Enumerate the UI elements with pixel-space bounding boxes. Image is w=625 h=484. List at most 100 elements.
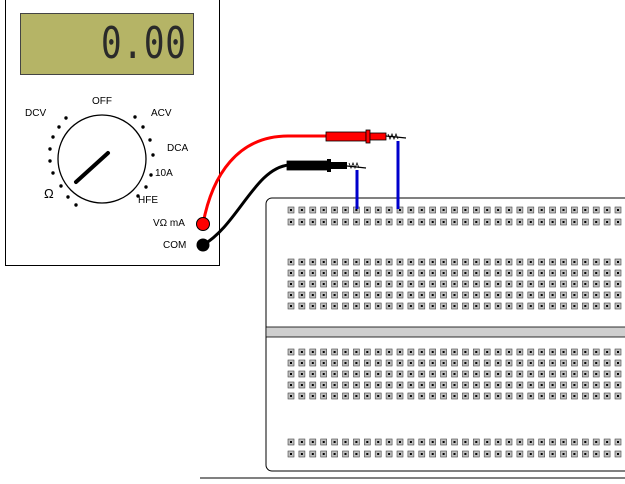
dial-label-dca[interactable]: DCA [167, 143, 189, 154]
breadboard-hole-center [355, 221, 358, 223]
breadboard-hole-center [573, 283, 576, 285]
breadboard-hole-center [311, 395, 314, 397]
dial-label-hfe[interactable]: HFE [138, 195, 158, 206]
breadboard-hole-center [300, 362, 303, 364]
breadboard-hole-center [540, 305, 543, 307]
breadboard-hole-center [606, 261, 609, 263]
breadboard-hole-center [366, 283, 369, 285]
breadboard-hole-center [333, 441, 336, 443]
breadboard-hole-center [322, 362, 325, 364]
dial-label-off[interactable]: OFF [92, 96, 112, 107]
breadboard-hole-center [409, 221, 412, 223]
breadboard-hole-center [409, 351, 412, 353]
breadboard-hole-center [333, 209, 336, 211]
breadboard-hole-center [584, 221, 587, 223]
breadboard-hole-center [573, 362, 576, 364]
breadboard-hole-center [453, 221, 456, 223]
breadboard-hole-center [388, 373, 391, 375]
breadboard-hole-center [584, 362, 587, 364]
breadboard-hole-center [551, 351, 554, 353]
breadboard-hole-center [431, 362, 434, 364]
breadboard-hole-center [464, 453, 467, 455]
breadboard-hole-center [300, 373, 303, 375]
breadboard-hole-center [344, 441, 347, 443]
breadboard-hole-center [606, 395, 609, 397]
breadboard-hole-center [344, 221, 347, 223]
breadboard-hole-center [300, 453, 303, 455]
breadboard-hole-center [333, 283, 336, 285]
black-probe[interactable] [286, 159, 367, 172]
dial-label-acv[interactable]: ACV [151, 108, 172, 119]
breadboard-hole-center [518, 272, 521, 274]
breadboard-hole-center [573, 305, 576, 307]
breadboard-hole-center [518, 283, 521, 285]
breadboard-hole-center [355, 351, 358, 353]
breadboard-hole-center [497, 294, 500, 296]
breadboard-hole-center [355, 373, 358, 375]
breadboard-hole-center [344, 373, 347, 375]
breadboard-hole-center [573, 453, 576, 455]
breadboard-hole-center [409, 362, 412, 364]
breadboard-hole-center [388, 453, 391, 455]
breadboard-hole-center [551, 373, 554, 375]
breadboard-hole-center [573, 209, 576, 211]
dial-label-ohm[interactable]: Ω [44, 186, 54, 201]
breadboard-hole-center [300, 305, 303, 307]
breadboard-hole-center [606, 384, 609, 386]
v-ohm-ma-jack[interactable] [196, 217, 210, 231]
breadboard-hole-center [497, 272, 500, 274]
breadboard-hole-center [551, 261, 554, 263]
breadboard-hole-center [595, 373, 598, 375]
breadboard-hole-center [333, 351, 336, 353]
breadboard-hole-center [311, 362, 314, 364]
breadboard-hole-center [431, 221, 434, 223]
breadboard-hole-center [366, 209, 369, 211]
breadboard-hole-center [333, 384, 336, 386]
breadboard-hole-center [300, 441, 303, 443]
breadboard-hole-center [377, 362, 380, 364]
breadboard-hole-center [388, 261, 391, 263]
breadboard-hole-center [322, 384, 325, 386]
breadboard-hole-center [518, 351, 521, 353]
breadboard-hole-center [595, 221, 598, 223]
red-test-lead-wire [201, 134, 328, 225]
breadboard-hole-center [366, 294, 369, 296]
breadboard-hole-center [486, 305, 489, 307]
breadboard-hole-center [290, 283, 292, 285]
breadboard-hole-center [529, 209, 532, 211]
breadboard-hole-center [486, 283, 489, 285]
breadboard-hole-center [464, 294, 467, 296]
breadboard-hole-center [606, 441, 609, 443]
breadboard-hole-center [300, 272, 303, 274]
breadboard-hole-center [442, 221, 445, 223]
breadboard-hole-center [355, 441, 358, 443]
breadboard-hole-center [409, 272, 412, 274]
jack-label-v-ohm-ma: VΩ mA [153, 218, 185, 229]
breadboard-hole-center [595, 362, 598, 364]
breadboard-hole-center [366, 395, 369, 397]
breadboard-hole-center [475, 384, 478, 386]
breadboard-hole-center [551, 209, 554, 211]
breadboard-hole-center [420, 305, 423, 307]
breadboard-hole-center [518, 395, 521, 397]
breadboard-hole-center [529, 261, 532, 263]
selector-dial[interactable] [57, 114, 147, 204]
breadboard-hole-center [388, 395, 391, 397]
breadboard-hole-center [377, 395, 380, 397]
breadboard-hole-center [529, 373, 532, 375]
breadboard-hole-center [399, 294, 401, 296]
breadboard-hole-center [562, 362, 565, 364]
breadboard-hole-center [322, 272, 325, 274]
com-jack[interactable] [196, 238, 210, 252]
breadboard-hole-center [377, 453, 380, 455]
breadboard-hole-center [464, 221, 467, 223]
breadboard-hole-center [355, 395, 358, 397]
dial-label-10a[interactable]: 10A [155, 168, 173, 179]
breadboard-hole-center [606, 305, 609, 307]
red-probe[interactable] [325, 129, 407, 144]
breadboard-hole-center [508, 261, 510, 263]
breadboard-hole-center [529, 453, 532, 455]
breadboard-hole-center [617, 395, 619, 397]
dial-label-dcv[interactable]: DCV [25, 108, 47, 119]
breadboard-hole-center [584, 272, 587, 274]
